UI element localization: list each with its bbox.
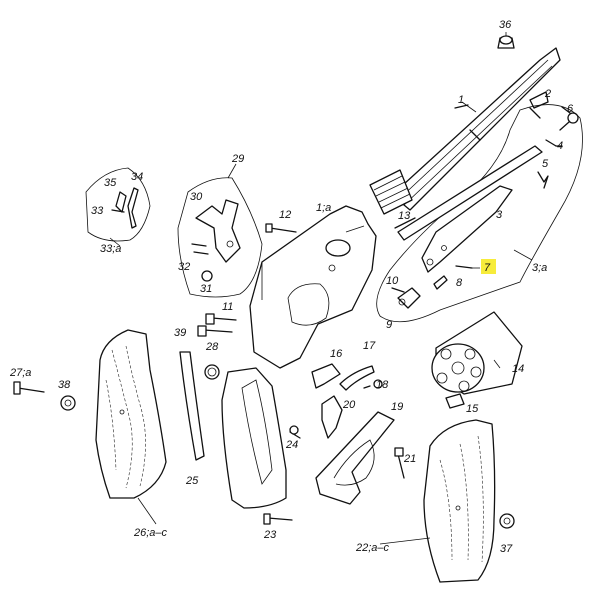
label-1a: 1;a — [316, 202, 331, 214]
label-37: 37 — [500, 543, 513, 555]
label-19: 19 — [391, 401, 403, 413]
label-35: 35 — [104, 177, 117, 189]
label-13: 13 — [398, 210, 411, 222]
label-5: 5 — [542, 158, 549, 170]
label-15: 15 — [466, 403, 479, 415]
leader-lines — [109, 163, 533, 545]
label-30: 30 — [190, 191, 203, 203]
label-21: 21 — [403, 453, 416, 465]
label-12: 12 — [279, 209, 291, 221]
label-11: 11 — [222, 301, 233, 313]
label-3a: 3;a — [532, 262, 547, 274]
label-28: 28 — [205, 341, 219, 353]
part-12-screw — [265, 223, 297, 233]
label-27a: 27;a — [9, 367, 31, 379]
part-22-right-grip — [423, 419, 496, 583]
part-17-bolt — [339, 365, 375, 391]
label-26: 26;a–c — [133, 527, 168, 539]
label-6: 6 — [567, 103, 574, 115]
group-29-outline — [177, 177, 263, 298]
label-4: 4 — [557, 140, 563, 152]
label-1: 1 — [458, 94, 464, 106]
part-8-pin — [433, 275, 448, 290]
part-21-screw — [394, 447, 405, 479]
part-7-screw — [455, 265, 480, 269]
label-7: 7 — [484, 262, 491, 274]
label-22: 22;a–c — [355, 542, 390, 554]
label-16: 16 — [330, 348, 343, 360]
label-8: 8 — [456, 277, 463, 289]
label-29: 29 — [231, 153, 244, 165]
part-16-trigger — [311, 363, 341, 389]
part-18-screw — [363, 379, 383, 389]
label-38: 38 — [58, 379, 71, 391]
group-33a-outline — [85, 167, 151, 242]
label-25: 25 — [185, 475, 199, 487]
part-24-grip-frame — [221, 367, 301, 509]
part-3-loading-lever — [397, 145, 543, 273]
label-31: 31 — [200, 283, 212, 295]
label-23: 23 — [263, 529, 277, 541]
label-32: 32 — [178, 261, 190, 273]
part-34-spring — [127, 187, 139, 229]
part-38-nut — [60, 395, 76, 411]
part-5-spring — [537, 171, 549, 189]
part-30-hammer — [195, 199, 241, 263]
part-labels: 36 1 6 4 5 2 29 35 34 33 33;a 30 32 31 1… — [9, 19, 574, 555]
label-3: 3 — [496, 209, 503, 221]
part-11-screws — [197, 313, 237, 337]
part-6-screw — [559, 106, 579, 131]
part-37-nut — [499, 513, 515, 529]
part-35-hand — [115, 191, 127, 213]
part-19-trigger-guard — [315, 411, 395, 505]
part-23-screw — [263, 513, 293, 525]
part-31-nut — [201, 270, 213, 282]
part-20-sear — [321, 395, 343, 439]
label-10: 10 — [386, 275, 399, 287]
label-9: 9 — [386, 319, 392, 331]
leader-1 — [461, 101, 477, 113]
label-17: 17 — [363, 340, 376, 352]
label-36: 36 — [499, 19, 512, 31]
label-14: 14 — [512, 363, 524, 375]
part-10-pin — [391, 287, 405, 293]
part-26-left-grip — [95, 329, 167, 499]
part-36-front-sight — [497, 35, 515, 49]
part-14-cylinder — [431, 311, 523, 395]
highlight-box-7 — [481, 259, 496, 274]
part-25-strip — [179, 351, 205, 461]
part-2 — [529, 91, 549, 119]
label-24: 24 — [285, 439, 298, 451]
part-9-latch — [397, 287, 421, 309]
label-34: 34 — [131, 171, 143, 183]
part-1-barrel — [369, 47, 561, 215]
part-33-screw — [111, 209, 125, 213]
label-18: 18 — [376, 379, 389, 391]
label-20: 20 — [342, 399, 356, 411]
label-33a: 33;a — [100, 243, 121, 255]
part-15-nipple — [445, 393, 465, 409]
part-32-pin — [191, 243, 209, 255]
part-13-pin — [394, 217, 416, 229]
part-4-pin — [545, 139, 563, 147]
label-2: 2 — [544, 88, 551, 100]
part-27a-screw — [13, 381, 45, 395]
label-33: 33 — [91, 205, 104, 217]
part-1a-frame — [249, 205, 377, 369]
label-39: 39 — [174, 327, 186, 339]
part-39-ring — [204, 364, 220, 380]
